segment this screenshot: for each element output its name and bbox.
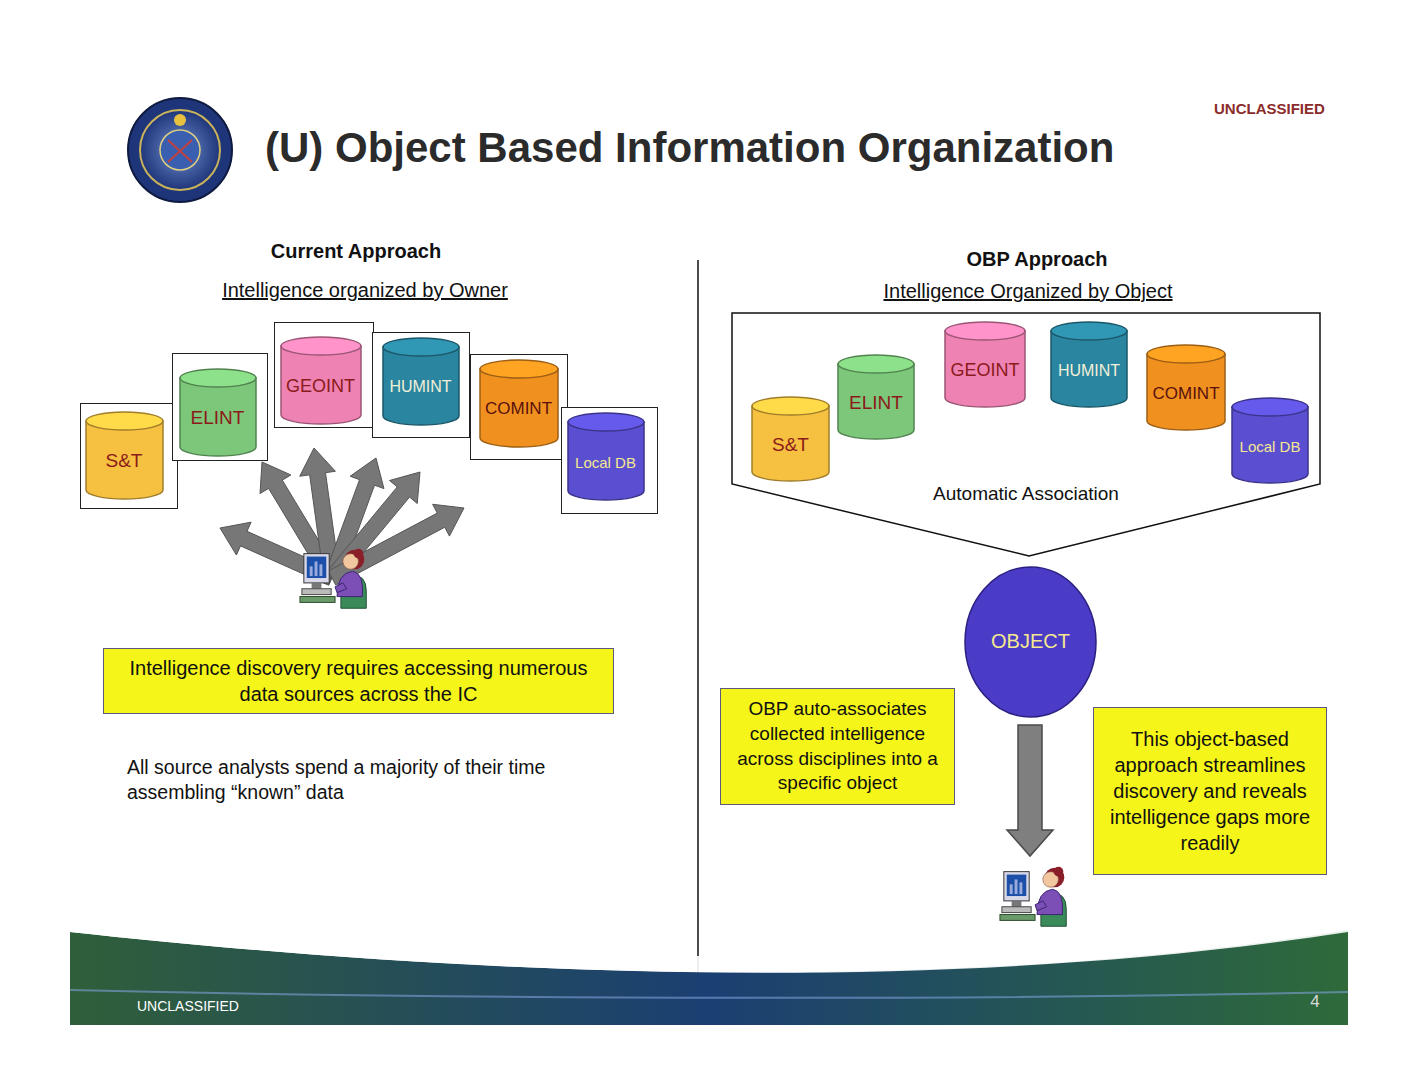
classification-marking: UNCLASSIFIED — [1214, 99, 1394, 119]
page-number: 4 — [1300, 991, 1330, 1013]
database-name: HUMINT — [1051, 340, 1127, 401]
section-subheading: Intelligence Organized by Object — [778, 278, 1278, 304]
funnel-label: Automatic Association — [732, 483, 1320, 505]
database-frame: Local DB — [561, 407, 658, 514]
association-funnel: Automatic Association S&TELINT GEOINT HUMIN… — [732, 313, 1320, 557]
access-arrows — [220, 448, 464, 585]
database-cylinder: GEOINT — [945, 322, 1025, 407]
database-cylinder: Local DB — [1232, 398, 1308, 483]
callout-text: OBP auto-associates collected intelligen… — [731, 697, 944, 796]
footer-stripe — [70, 990, 1348, 998]
callout-text: Intelligence discovery requires accessin… — [114, 655, 603, 707]
section-heading: Current Approach — [106, 238, 606, 264]
database-name: ELINT — [838, 373, 914, 433]
database-frame: COMINT — [470, 354, 568, 460]
database-name: S&T — [752, 415, 829, 475]
section-heading: OBP Approach — [787, 246, 1287, 272]
agency-seal — [128, 98, 232, 202]
database-name: Local DB — [1232, 416, 1308, 477]
divider-line — [697, 260, 699, 982]
object-circle: OBJECT — [964, 566, 1097, 718]
database-frame: S&T — [80, 403, 178, 509]
database-cylinder: HUMINT — [1051, 322, 1127, 407]
database-cylinder: COMINT — [1147, 345, 1225, 430]
database-name: COMINT — [1147, 363, 1225, 424]
callout-box: Intelligence discovery requires accessin… — [103, 648, 614, 714]
section-subheading: Intelligence organized by Owner — [115, 277, 615, 303]
database-name: Local DB — [568, 431, 644, 494]
analyst-figure — [300, 549, 366, 608]
database-name: GEOINT — [281, 355, 361, 418]
note-text: All source analysts spend a majority of … — [127, 755, 627, 806]
database-name: GEOINT — [945, 340, 1025, 401]
object-label: OBJECT — [991, 630, 1070, 653]
database-cylinder: S&T — [752, 397, 829, 481]
database-name: HUMINT — [383, 356, 459, 419]
down-arrow — [1007, 725, 1053, 856]
database-name: S&T — [86, 430, 163, 493]
analyst-figure — [1000, 867, 1066, 926]
database-name: ELINT — [180, 387, 256, 450]
callout-box: This object-based approach streamlines d… — [1093, 707, 1327, 875]
footer-swoosh — [70, 905, 1348, 973]
classification-marking: UNCLASSIFIED — [137, 997, 337, 1015]
database-frame: GEOINT — [274, 322, 374, 428]
database-frame: HUMINT — [372, 332, 470, 438]
database-frame: ELINT — [172, 353, 268, 461]
slide-title: (U) Object Based Information Organizatio… — [265, 124, 1114, 172]
callout-box: OBP auto-associates collected intelligen… — [720, 688, 955, 805]
database-name: COMINT — [480, 378, 558, 441]
database-cylinder: ELINT — [838, 355, 914, 439]
callout-text: This object-based approach streamlines d… — [1104, 726, 1316, 856]
